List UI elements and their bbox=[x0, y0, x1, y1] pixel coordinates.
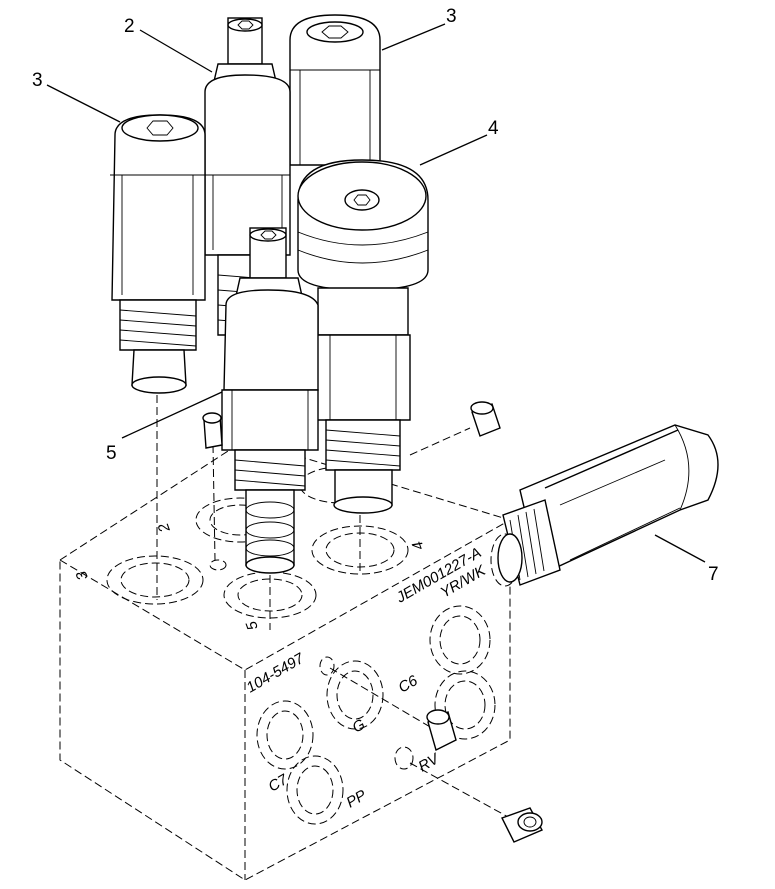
plug-top-right bbox=[470, 401, 501, 437]
port-c7: C7 bbox=[266, 771, 292, 796]
cartridge-4 bbox=[297, 159, 429, 514]
plug-bottom bbox=[501, 807, 543, 843]
cartridge-7 bbox=[497, 424, 719, 586]
cavity-label-2: 2 bbox=[155, 520, 174, 535]
part-number: 104-5497 bbox=[244, 650, 308, 697]
port-group-front bbox=[256, 605, 496, 825]
plug-rv-fitting bbox=[426, 709, 457, 752]
callout-3-right: 3 bbox=[446, 6, 457, 27]
leader-lines bbox=[46, 23, 706, 563]
cavity-3 bbox=[106, 555, 204, 605]
cartridge-5 bbox=[221, 227, 319, 574]
callout-5: 5 bbox=[106, 443, 117, 464]
plug-left-fitting bbox=[202, 412, 223, 449]
callout-2: 2 bbox=[124, 16, 135, 37]
cavity-label-5: 5 bbox=[243, 618, 262, 632]
port-rv: RV bbox=[416, 749, 444, 775]
callout-7: 7 bbox=[708, 564, 719, 585]
port-pp: PP bbox=[344, 787, 370, 812]
cavity-label-3: 3 bbox=[73, 568, 92, 582]
center-lines bbox=[156, 395, 511, 819]
cavity-label-4: 4 bbox=[409, 539, 428, 553]
callout-labels: 2 3 3 4 5 7 bbox=[32, 6, 719, 585]
callout-3-left: 3 bbox=[32, 70, 43, 91]
port-c6: C6 bbox=[396, 672, 422, 697]
cartridge-3-rear bbox=[289, 14, 381, 166]
cartridge-3-left bbox=[110, 114, 206, 394]
callout-4: 4 bbox=[488, 118, 499, 139]
